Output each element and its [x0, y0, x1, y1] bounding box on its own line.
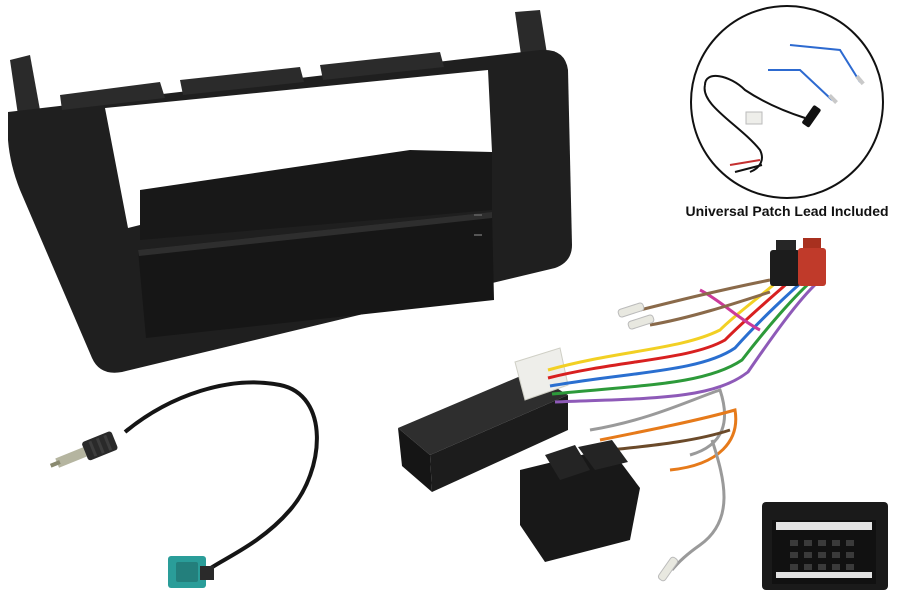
patch-lead-terminal [828, 94, 838, 104]
harness-wire [554, 280, 820, 404]
fakra-connector [168, 556, 214, 588]
fascia-ridge [320, 52, 444, 80]
quadlock-connector [762, 502, 888, 590]
harness-wire [549, 273, 811, 388]
fascia-opening [105, 70, 492, 228]
patch-lead-jack [802, 105, 821, 128]
antenna-din-plug [49, 431, 118, 468]
harness-wire [670, 439, 726, 571]
harness-wire [589, 388, 727, 457]
antenna-adaptor-cable [49, 380, 319, 588]
fascia-led [474, 234, 482, 236]
antenna-cable-wire [123, 380, 319, 574]
interface-box-connector [514, 347, 569, 401]
patch-lead-inset [690, 5, 884, 199]
interface-box-front [398, 428, 432, 492]
harness-wire [639, 278, 771, 312]
radio-fascia-panel [8, 10, 572, 373]
patch-lead-terminal [855, 74, 865, 86]
fascia-ridge [60, 82, 165, 110]
fascia-pocket-lid [140, 150, 492, 240]
harness-wire [609, 428, 731, 452]
harness-quadlock-plug [520, 440, 640, 562]
interface-box-side [430, 395, 568, 492]
harness-wire [547, 268, 792, 372]
fascia-clip [10, 55, 40, 115]
harness-wire [649, 290, 771, 327]
harness-wire [599, 408, 738, 472]
fascia-ridge [180, 67, 304, 95]
steering-control-interface-box [398, 347, 569, 492]
fascia-led [474, 214, 482, 216]
harness-wire [551, 276, 816, 396]
patch-lead-block [745, 111, 763, 125]
universal-patch-lead [703, 44, 861, 173]
iso-connector [770, 238, 826, 286]
patch-lead-caption: Universal Patch Lead Included [685, 203, 889, 219]
fascia-pocket-edge [138, 212, 492, 256]
harness-wire [547, 270, 802, 380]
iso-harness-wiring [547, 268, 820, 571]
spade-terminals [617, 302, 679, 582]
fascia-clip [515, 10, 548, 62]
